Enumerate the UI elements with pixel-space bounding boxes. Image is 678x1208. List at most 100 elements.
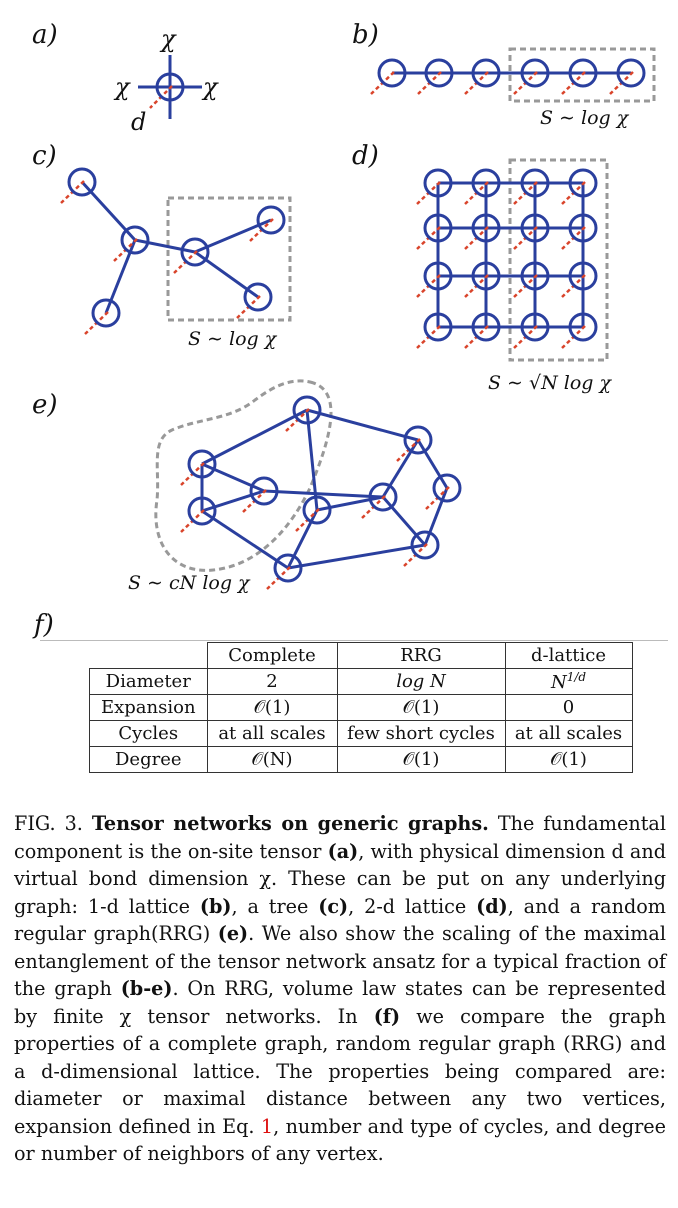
tensor-node <box>471 213 501 243</box>
bond-line <box>286 509 319 569</box>
bond-line <box>201 489 265 513</box>
panel-d-label: d) <box>352 141 379 171</box>
tensor-node <box>471 312 501 342</box>
bond-line <box>381 439 420 498</box>
bond-dimension-right: χ <box>203 73 218 101</box>
tensor-node <box>67 167 97 197</box>
caption-text: , 2-d lattice <box>348 894 467 918</box>
panel-d-formula: S ∼ √N log χ <box>488 372 612 394</box>
tensor-node <box>423 168 453 198</box>
tensor-node <box>91 298 121 328</box>
tensor-node <box>256 205 286 235</box>
table-cell: 𝒪(1) <box>336 746 506 773</box>
tensor-node <box>187 449 217 479</box>
tensor-node <box>292 395 322 425</box>
table-row: Cycles at all scales few short cycles at… <box>89 720 633 747</box>
bond-line <box>201 509 289 570</box>
tensor-node <box>520 261 550 291</box>
subsystem-region <box>154 379 333 572</box>
bond-line <box>263 489 384 499</box>
table-header-cell: RRG <box>336 642 506 669</box>
table-header-cell: Complete <box>206 642 338 669</box>
table-header-cell: d-lattice <box>504 642 633 669</box>
tensor-node <box>243 282 273 312</box>
lattice-diameter-value: N1/d <box>550 670 587 693</box>
table-cell: at all scales <box>206 720 338 747</box>
panel-f-label: f) <box>34 610 54 640</box>
table-row: Degree 𝒪(N) 𝒪(1) 𝒪(1) <box>89 746 633 773</box>
panel-b-chain <box>370 47 656 103</box>
tensor-node <box>423 261 453 291</box>
caption-text: , number and type of cycles, and degree … <box>14 1114 666 1166</box>
table-row: Diameter 2 log N N1/d <box>89 668 633 695</box>
caption-ref-be: (b-e) <box>120 977 173 1000</box>
subsystem-region <box>508 158 609 362</box>
subsystem-region <box>166 196 292 322</box>
figure-caption: FIG. 3. Tensor networks on generic graph… <box>14 810 666 1168</box>
bond-line <box>316 495 384 512</box>
table-cell: at all scales <box>504 720 633 747</box>
equation-link[interactable]: 1 <box>260 1114 274 1138</box>
tensor-node <box>520 213 550 243</box>
caption-ref-d: (d) <box>476 894 508 918</box>
bond-line <box>416 439 449 489</box>
row-label: Degree <box>89 746 208 773</box>
bond-line <box>306 408 419 442</box>
caption-ref-b: (b) <box>199 894 232 918</box>
row-label: Expansion <box>89 694 208 721</box>
caption-text: . We also show the scaling of the maxima… <box>14 922 666 1000</box>
bond-line <box>423 487 449 546</box>
tensor-node <box>424 58 454 88</box>
table-cell: few short cycles <box>336 720 506 747</box>
tensor-node <box>432 473 462 503</box>
tensor-node <box>403 425 433 455</box>
table-cell: 𝒪(N) <box>206 746 338 773</box>
caption-ref-f: (f) <box>373 1004 401 1028</box>
tensor-node <box>120 225 150 255</box>
bond-dimension-top: χ <box>161 25 176 53</box>
tensor-node <box>249 476 279 506</box>
panel-c-label: c) <box>32 141 57 171</box>
caption-text: , with physical dimension d and virtual … <box>14 839 666 918</box>
tensor-node <box>155 72 185 102</box>
figure-graphic <box>60 47 656 590</box>
tensor-node <box>302 495 332 525</box>
tensor-node <box>187 496 217 526</box>
bond-line <box>381 496 427 546</box>
tensor-node <box>368 482 398 512</box>
panel-e-label: e) <box>32 390 58 420</box>
caption-text: , a tree <box>231 894 309 918</box>
table-row: Expansion 𝒪(1) 𝒪(1) 0 <box>89 694 633 721</box>
tensor-node <box>273 553 303 583</box>
tensor-node <box>568 213 598 243</box>
table-header-cell <box>89 642 208 669</box>
graph-properties-table: Complete RRG d-lattice Diameter 2 log N … <box>89 642 633 773</box>
table-cell: 𝒪(1) <box>504 746 633 773</box>
tensor-node <box>377 58 407 88</box>
caption-text: The fundamental component is the on-site… <box>14 812 667 863</box>
tensor-node <box>616 58 646 88</box>
tensor-node <box>180 237 210 267</box>
caption-ref-a: (a) <box>327 839 359 863</box>
panel-c-formula: S ∼ log χ <box>188 328 277 350</box>
tensor-node <box>520 312 550 342</box>
panel-c-tree <box>60 167 292 335</box>
caption-text: we compare the graph properties of a com… <box>14 1004 666 1138</box>
tensor-node <box>410 530 440 560</box>
physical-dimension: d <box>131 108 147 136</box>
table-cell: 𝒪(1) <box>206 694 338 721</box>
table-cell: 𝒪(1) <box>336 694 506 721</box>
bond-line <box>287 543 426 570</box>
panel-b-label: b) <box>352 20 379 50</box>
caption-ref-c: (c) <box>318 894 349 918</box>
panel-b-formula: S ∼ log χ <box>540 107 629 129</box>
tensor-node <box>471 261 501 291</box>
tensor-node <box>471 58 501 88</box>
row-label: Cycles <box>89 720 208 747</box>
tensor-node <box>568 168 598 198</box>
tensor-node <box>568 312 598 342</box>
tensor-node <box>471 168 501 198</box>
panel-e-rrg <box>154 379 462 590</box>
tensor-node <box>568 58 598 88</box>
tensor-node <box>423 312 453 342</box>
